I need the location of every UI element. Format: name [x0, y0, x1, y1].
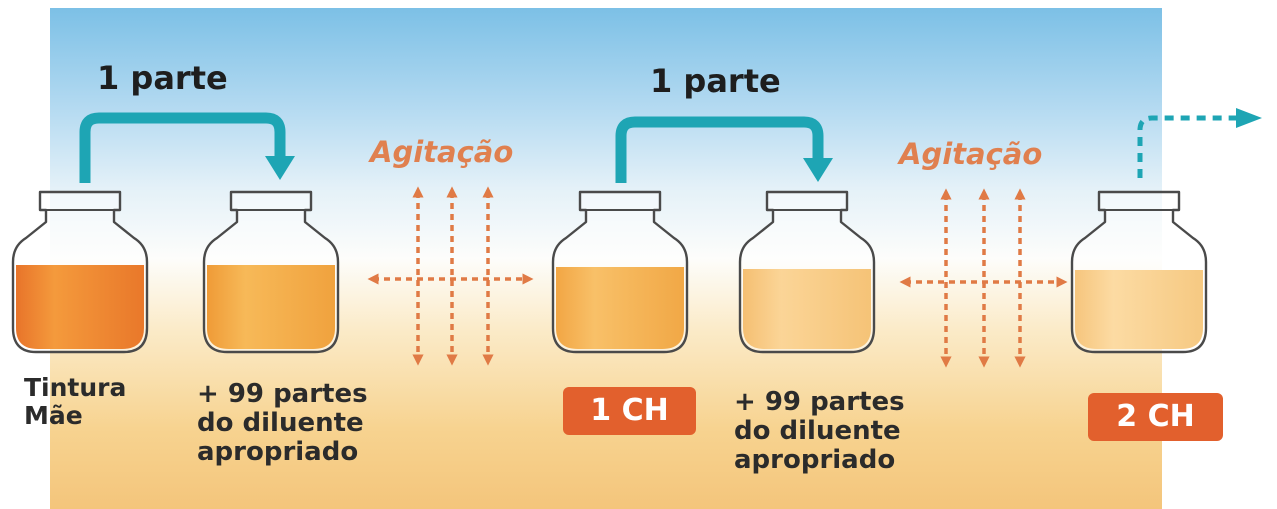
diluent-label-1: + 99 partes do diluente apropriado [197, 379, 368, 467]
agitation-label-1: Agitação [370, 135, 514, 169]
badge-1ch: 1 CH [563, 387, 696, 435]
badge-2ch: 2 CH [1088, 393, 1223, 441]
transfer-arrow-1 [79, 112, 286, 183]
step1-amount-label: 1 parte [97, 59, 228, 97]
step2-amount-label: 1 parte [650, 62, 781, 100]
diluent-label-2: + 99 partes do diluente apropriado [734, 387, 905, 475]
jar-diluent-1 [202, 190, 340, 354]
next-step-arrowhead [1236, 108, 1262, 128]
mother-tincture-label: Tintura Mãe [24, 373, 127, 430]
agitation-arrows-1 [367, 186, 534, 366]
agitation-arrows-2 [899, 188, 1068, 368]
jar-mother-tincture [11, 190, 149, 354]
transfer-arrowhead-1 [265, 156, 295, 180]
transfer-arrow-2 [615, 116, 824, 183]
next-step-arrow [1137, 115, 1238, 178]
agitation-label-2: Agitação [899, 137, 1043, 171]
jar-2ch [1070, 190, 1208, 354]
transfer-arrowhead-2 [803, 158, 833, 182]
jar-1ch [551, 190, 689, 354]
jar-diluent-2 [738, 190, 876, 354]
